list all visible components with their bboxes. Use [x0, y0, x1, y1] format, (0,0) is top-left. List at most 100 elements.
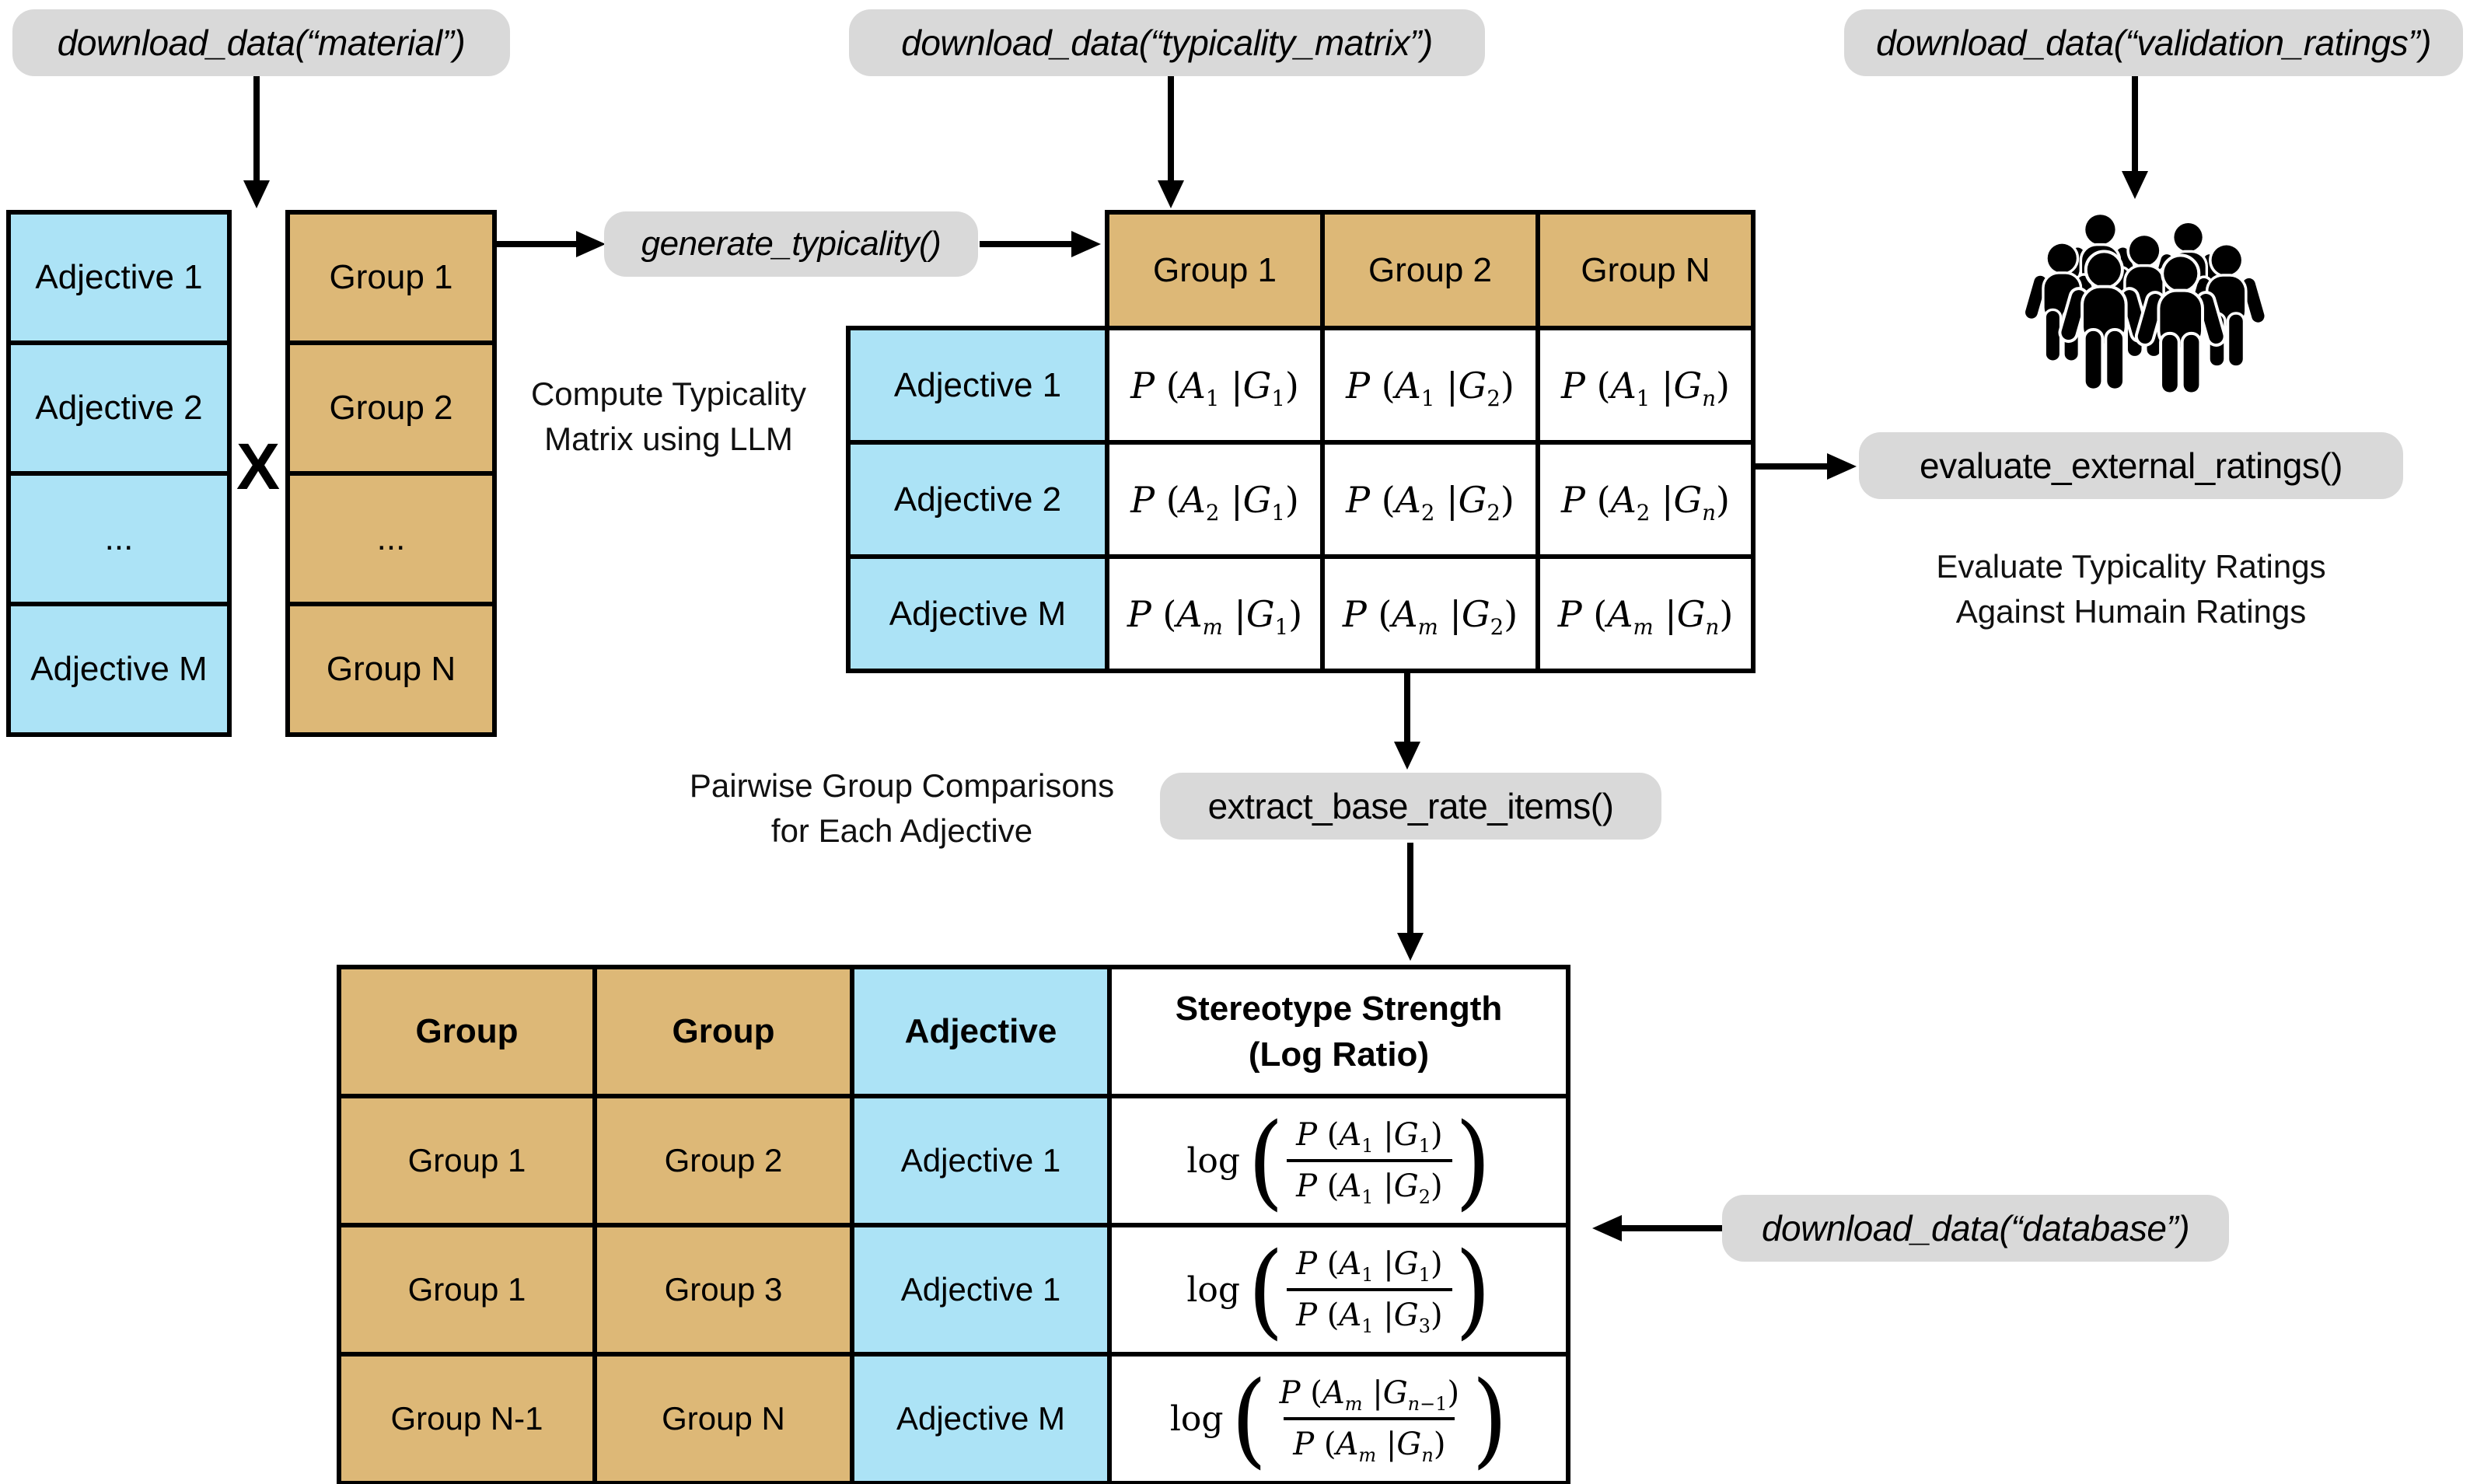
pairs-header-adjective: Adjective — [850, 965, 1112, 1098]
pairs-group-a-cell: Group N-1 — [337, 1352, 597, 1484]
matrix-cell: P (A2 |Gn) — [1535, 440, 1756, 559]
probability-formula: P (A2 |G1) — [1130, 478, 1299, 526]
pill-download-material-label: download_data(“material”) — [57, 23, 466, 63]
matrix-cell: P (A1 |G1) — [1105, 326, 1325, 445]
arrow-database-left-icon — [1592, 1215, 1723, 1241]
pairs-formula-cell: log ( P (Am |Gn−1) P (Am |Gn) ) — [1107, 1352, 1570, 1484]
table-row: Group N-1 Group N Adjective M log ( P (A… — [337, 1352, 1570, 1484]
pill-extract-base-rate-items-label: extract_base_rate_items() — [1207, 786, 1614, 826]
log-label: log — [1186, 1269, 1241, 1310]
group-cell: Group N — [285, 602, 497, 737]
adjective-cell: Adjective 1 — [6, 210, 232, 345]
matrix-cell: P (Am |Gn) — [1535, 554, 1756, 673]
pill-download-material: download_data(“material”) — [12, 9, 510, 76]
matrix-cell: P (Am |G1) — [1105, 554, 1325, 673]
stereotype-header-line2: (Log Ratio) — [1248, 1035, 1430, 1074]
arrow-validation-down-icon — [2122, 76, 2148, 199]
pairs-formula-cell: log ( P (A1 |G1) P (A1 |G3) ) — [1107, 1223, 1570, 1357]
crowd-icon — [2020, 199, 2269, 432]
pairs-group-a-cell: Group 1 — [337, 1223, 597, 1357]
matrix-cell: P (A1 |Gn) — [1535, 326, 1756, 445]
pairs-adjective-cell: Adjective 1 — [850, 1223, 1112, 1357]
fraction-numerator: P (A1 |G1) — [1296, 1246, 1443, 1286]
pairs-group-b-cell: Group N — [592, 1352, 854, 1484]
arrow-generate-to-matrix-icon — [980, 231, 1101, 257]
pairs-group-a-cell: Group 1 — [337, 1094, 597, 1227]
log-label: log — [1169, 1398, 1224, 1439]
paren-close: ) — [1455, 1100, 1491, 1221]
log-ratio-formula: log ( P (A1 |G1) P (A1 |G2) ) — [1186, 1100, 1491, 1221]
pill-download-database-label: download_data(“database”) — [1761, 1208, 2190, 1248]
pairs-formula-cell: log ( P (A1 |G1) P (A1 |G2) ) — [1107, 1094, 1570, 1227]
pill-download-typicality-matrix: download_data(“typicality_matrix”) — [849, 9, 1485, 76]
typicality-matrix-table: Group 1 Group 2 Group N Adjective 1 P (A… — [846, 210, 1756, 673]
arrow-matrix-down-icon — [1394, 670, 1420, 770]
matrix-col-header: Group 1 — [1105, 210, 1325, 330]
pill-download-validation-ratings-label: download_data(“validation_ratings”) — [1876, 23, 2431, 63]
matrix-col-header: Group 2 — [1320, 210, 1540, 330]
pairs-header-group-a: Group — [337, 965, 597, 1098]
probability-formula: P (A1 |G2) — [1346, 364, 1514, 411]
arrow-typicality-down-icon — [1158, 76, 1184, 208]
matrix-col-header: Group N — [1535, 210, 1756, 330]
group-cell: ... — [285, 471, 497, 606]
group-cell: Group 1 — [285, 210, 497, 345]
matrix-row-header: Adjective 2 — [846, 440, 1109, 559]
paren-open: ( — [1231, 1358, 1267, 1479]
table-row: Group 1 Group 3 Adjective 1 log ( P (A1 … — [337, 1223, 1570, 1357]
stereotype-strength-table: Group Group Adjective Stereotype Strengt… — [337, 965, 1570, 1484]
pairs-group-b-cell: Group 2 — [592, 1094, 854, 1227]
arrow-extract-down-icon — [1397, 843, 1424, 961]
fraction-denominator: P (A1 |G3) — [1287, 1288, 1452, 1336]
probability-formula: P (Am |G1) — [1127, 592, 1303, 640]
fraction-numerator: P (Am |Gn−1) — [1279, 1375, 1460, 1415]
caption-evaluate: Evaluate Typicality Ratings Against Huma… — [1859, 544, 2403, 634]
matrix-cell: P (A1 |G2) — [1320, 326, 1540, 445]
adjective-cell: Adjective M — [6, 602, 232, 737]
caption-compute-typicality: Compute Typicality Matrix using LLM — [498, 372, 840, 462]
probability-formula: P (A1 |Gn) — [1561, 364, 1730, 411]
fraction: P (A1 |G1) P (A1 |G2) — [1287, 1116, 1452, 1206]
caption-pairwise-line1: Pairwise Group Comparisons — [689, 767, 1115, 804]
log-label: log — [1186, 1140, 1241, 1181]
pairs-header-group-b: Group — [592, 965, 854, 1098]
pill-download-database: download_data(“database”) — [1722, 1195, 2229, 1262]
group-cell: Group 2 — [285, 340, 497, 476]
probability-formula: P (A2 |G2) — [1346, 478, 1514, 526]
pill-download-validation-ratings: download_data(“validation_ratings”) — [1844, 9, 2463, 76]
group-column: Group 1 Group 2 ... Group N — [285, 210, 497, 737]
adjective-cell: ... — [6, 471, 232, 606]
caption-evaluate-line1: Evaluate Typicality Ratings — [1936, 548, 2326, 585]
fraction: P (Am |Gn−1) P (Am |Gn) — [1270, 1374, 1469, 1465]
pairs-header-stereotype-strength: Stereotype Strength (Log Ratio) — [1107, 965, 1570, 1098]
pill-generate-typicality-label: generate_typicality() — [641, 225, 942, 263]
log-ratio-formula: log ( P (Am |Gn−1) P (Am |Gn) ) — [1169, 1358, 1508, 1479]
caption-compute-typicality-line1: Compute Typicality — [530, 375, 807, 412]
matrix-cell: P (Am |G2) — [1320, 554, 1540, 673]
matrix-corner-cell — [848, 212, 1107, 328]
cross-product-operator: X — [236, 430, 281, 503]
probability-formula: P (Am |Gn) — [1557, 592, 1734, 640]
pill-generate-typicality: generate_typicality() — [604, 211, 978, 277]
adjective-column: Adjective 1 Adjective 2 ... Adjective M — [6, 210, 232, 737]
paren-close: ) — [1472, 1358, 1508, 1479]
caption-pairwise-line2: for Each Adjective — [770, 812, 1033, 849]
matrix-cell: P (A2 |G2) — [1320, 440, 1540, 559]
paren-close: ) — [1455, 1229, 1491, 1350]
pairs-group-b-cell: Group 3 — [592, 1223, 854, 1357]
matrix-row-header: Adjective 1 — [846, 326, 1109, 445]
arrow-columns-to-generate-icon — [497, 231, 606, 257]
probability-formula: P (Am |G2) — [1342, 592, 1518, 640]
fraction-numerator: P (A1 |G1) — [1296, 1117, 1443, 1157]
pairs-adjective-cell: Adjective 1 — [850, 1094, 1112, 1227]
pairs-adjective-cell: Adjective M — [850, 1352, 1112, 1484]
fraction-denominator: P (Am |Gn) — [1284, 1417, 1455, 1465]
caption-evaluate-line2: Against Humain Ratings — [1955, 592, 2307, 630]
log-ratio-formula: log ( P (A1 |G1) P (A1 |G3) ) — [1186, 1229, 1491, 1350]
pill-extract-base-rate-items: extract_base_rate_items() — [1160, 773, 1661, 840]
probability-formula: P (A1 |G1) — [1130, 364, 1299, 411]
paren-open: ( — [1248, 1229, 1284, 1350]
table-row: Group 1 Group 2 Adjective 1 log ( P (A1 … — [337, 1094, 1570, 1227]
fraction: P (A1 |G1) P (A1 |G3) — [1287, 1245, 1452, 1336]
